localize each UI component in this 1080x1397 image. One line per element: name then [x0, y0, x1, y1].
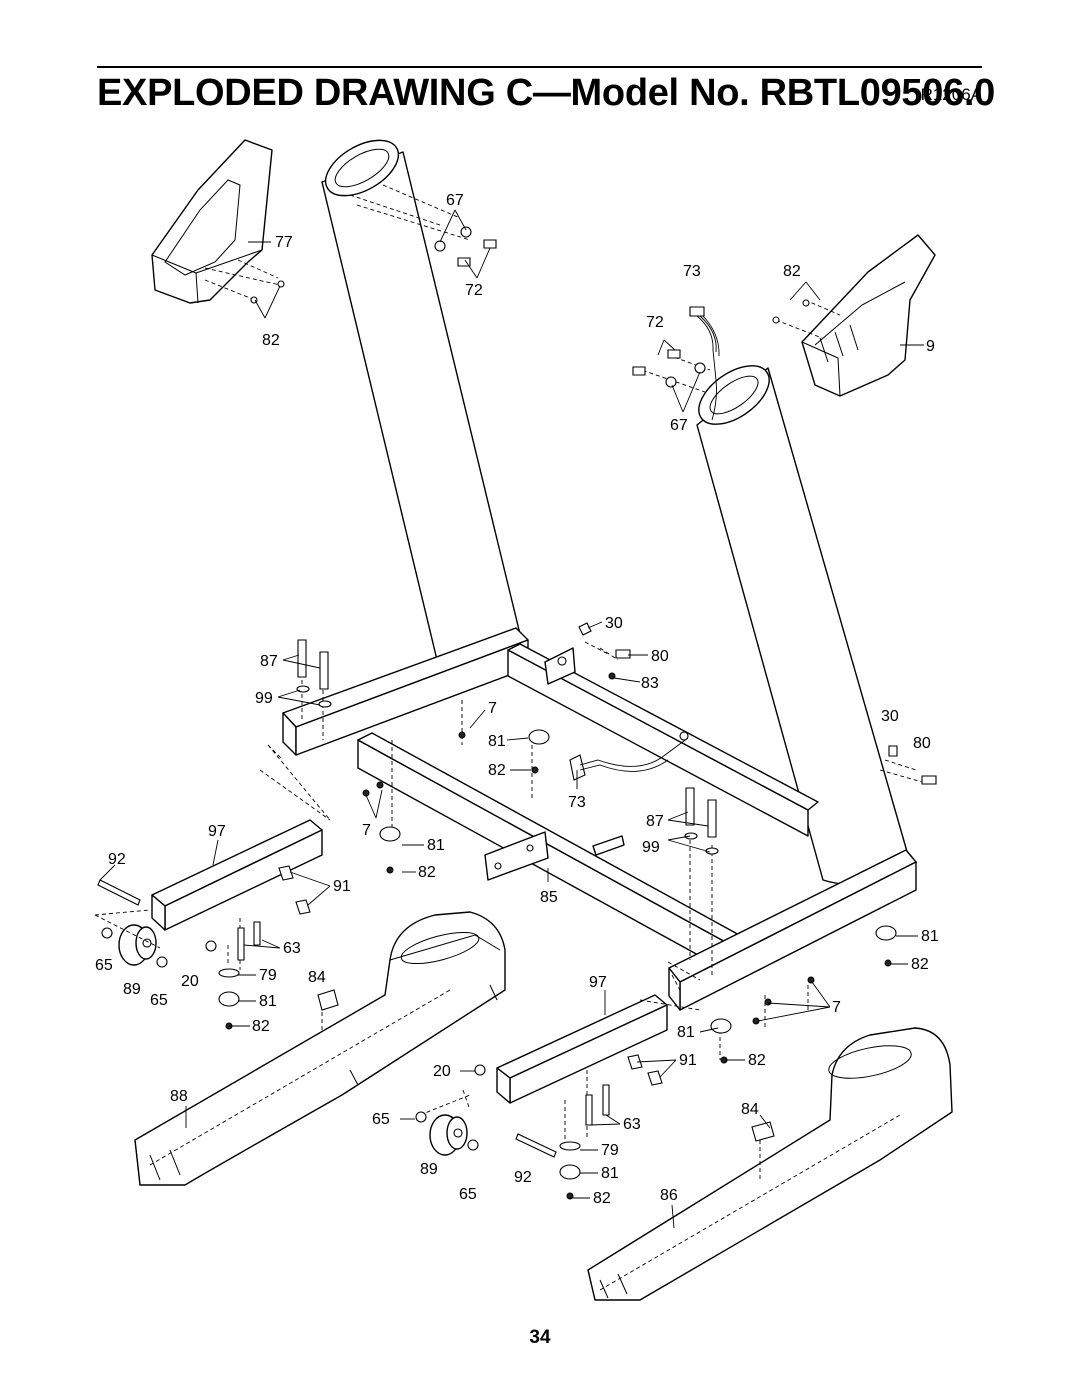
callout-79: 79: [601, 1142, 619, 1159]
callout-30: 30: [605, 615, 623, 632]
wheel-right: [429, 1114, 468, 1156]
leader-lines: [99, 209, 924, 1229]
callout-86: 86: [660, 1187, 678, 1204]
callout-20: 20: [433, 1063, 451, 1080]
callout-82: 82: [418, 864, 436, 881]
callout-81: 81: [921, 928, 939, 945]
callout-82: 82: [748, 1052, 766, 1069]
callout-65: 65: [372, 1111, 390, 1128]
callout-7: 7: [832, 999, 841, 1016]
page-title: EXPLODED DRAWING C—Model No. RBTL09506.0: [97, 72, 996, 114]
callout-65: 65: [150, 992, 168, 1009]
upright-cover-left: [151, 139, 273, 304]
wheel-left: [118, 924, 157, 966]
drawing-code: R1206A: [920, 85, 982, 104]
callout-89: 89: [123, 981, 141, 998]
callout-82: 82: [911, 956, 929, 973]
base-frame: [282, 627, 917, 1011]
leveler-bracket-left: [151, 819, 323, 931]
callout-20: 20: [181, 973, 199, 990]
callout-85: 85: [540, 889, 558, 906]
wire-harness-upper: [689, 306, 720, 421]
callout-92: 92: [514, 1169, 532, 1186]
callout-81: 81: [259, 993, 277, 1010]
callout-81: 81: [677, 1024, 695, 1041]
callout-63: 63: [623, 1116, 641, 1133]
callout-88: 88: [170, 1088, 188, 1105]
part-callouts: 67 72 77 82 73 82 72 9 67 30 80 83 87 99…: [95, 192, 939, 1207]
callout-67: 67: [670, 417, 688, 434]
callout-82: 82: [488, 762, 506, 779]
side-rail-left: [134, 911, 506, 1186]
callout-30: 30: [881, 708, 899, 725]
callout-82: 82: [262, 332, 280, 349]
callout-99: 99: [255, 690, 273, 707]
callout-9: 9: [926, 338, 935, 355]
callout-89: 89: [420, 1161, 438, 1178]
callout-92: 92: [108, 851, 126, 868]
callout-7: 7: [362, 822, 371, 839]
title-rule: [97, 66, 982, 68]
callout-67: 67: [446, 192, 464, 209]
callout-7: 7: [488, 700, 497, 717]
callout-91: 91: [333, 878, 351, 895]
callout-81: 81: [601, 1165, 619, 1182]
callout-87: 87: [260, 653, 278, 670]
callout-82: 82: [783, 263, 801, 280]
callout-97: 97: [589, 974, 607, 991]
callout-65: 65: [459, 1186, 477, 1203]
callout-73: 73: [683, 263, 701, 280]
left-upright: [321, 139, 521, 669]
side-rail-right: [587, 1027, 953, 1301]
callout-82: 82: [252, 1018, 270, 1035]
callout-63: 63: [283, 940, 301, 957]
callout-99: 99: [642, 839, 660, 856]
callout-84: 84: [741, 1101, 759, 1118]
upright-cover-right: [801, 234, 936, 397]
callout-79: 79: [259, 967, 277, 984]
callout-73: 73: [568, 794, 586, 811]
hardware: [97, 226, 937, 1200]
callout-81: 81: [427, 837, 445, 854]
wire-harness-middle: [569, 731, 689, 781]
callout-80: 80: [651, 648, 669, 665]
callout-87: 87: [646, 813, 664, 830]
callout-65: 65: [95, 957, 113, 974]
callout-72: 72: [465, 282, 483, 299]
callout-80: 80: [913, 735, 931, 752]
callout-83: 83: [641, 675, 659, 692]
callout-81: 81: [488, 733, 506, 750]
callout-72: 72: [646, 314, 664, 331]
leveler-bracket-right: [496, 994, 668, 1104]
callout-77: 77: [275, 234, 293, 251]
callout-91: 91: [679, 1052, 697, 1069]
callout-82: 82: [593, 1190, 611, 1207]
callout-97: 97: [208, 823, 226, 840]
callout-84: 84: [308, 969, 326, 986]
page-number: 34: [529, 1327, 551, 1348]
title-bar: EXPLODED DRAWING C—Model No. RBTL09506.0…: [97, 66, 995, 114]
